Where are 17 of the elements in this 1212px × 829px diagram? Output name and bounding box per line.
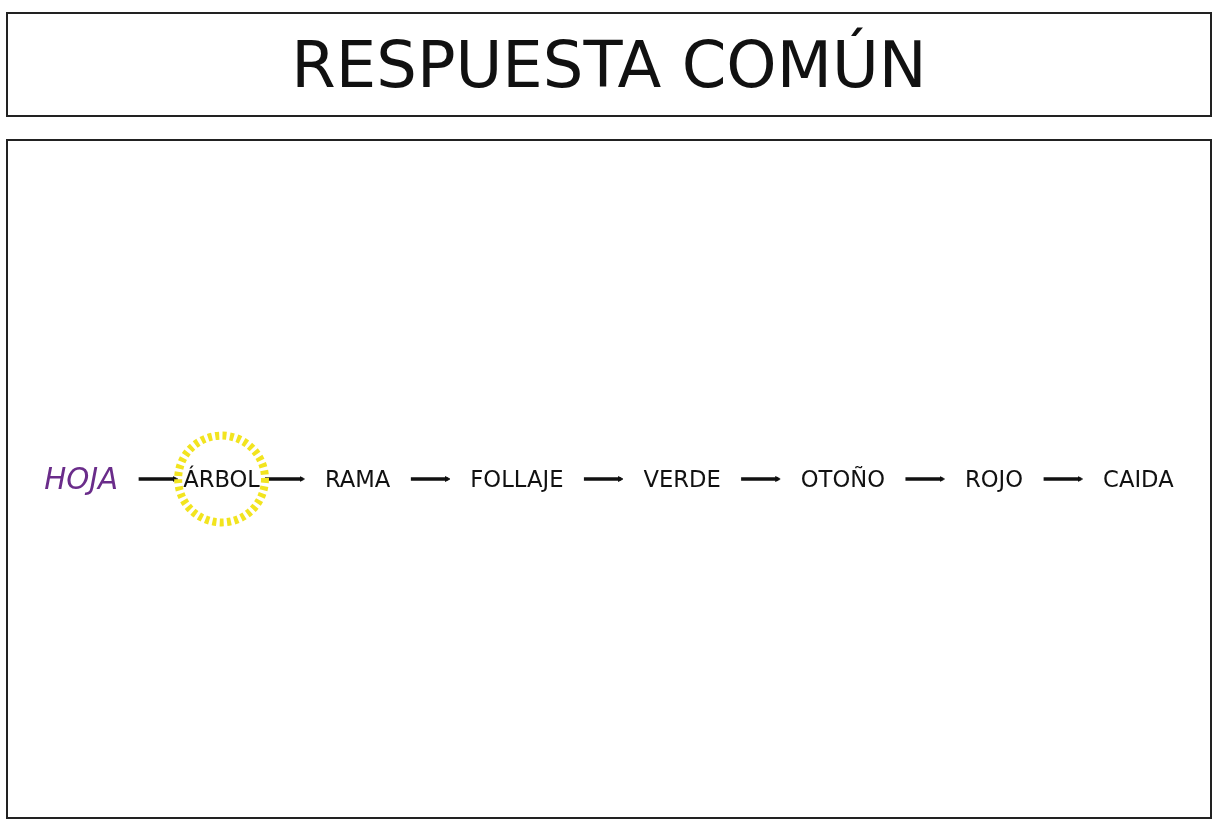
node-text: FOLLAJE bbox=[470, 465, 564, 492]
node-text: RAMA bbox=[324, 465, 391, 492]
node-text: CAIDA bbox=[1103, 465, 1174, 492]
arrow bbox=[1043, 476, 1084, 482]
node-text: HOJA bbox=[44, 461, 119, 496]
arrow bbox=[138, 476, 179, 482]
arrow bbox=[583, 476, 624, 482]
node-text: OTOÑO bbox=[800, 465, 886, 492]
arrow bbox=[740, 476, 782, 482]
arrow bbox=[905, 476, 946, 482]
node-text: VERDE bbox=[643, 465, 721, 492]
diagram-panel: HOJA ÁRBOL RAMA FOLLAJE VERDE OTOÑO ROJO CAIDA bbox=[6, 139, 1212, 819]
node-circle bbox=[174, 431, 269, 527]
node-text: ROJO bbox=[965, 465, 1024, 492]
title: RESPUESTA COMÚN bbox=[6, 12, 1212, 117]
arrow bbox=[265, 476, 306, 482]
arrow bbox=[410, 476, 451, 482]
